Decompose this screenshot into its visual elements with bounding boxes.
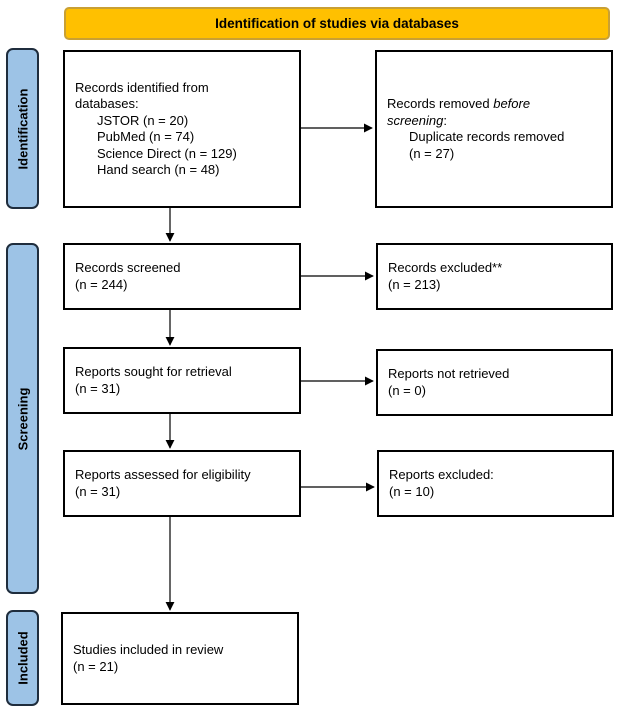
studies-included-box: Studies included in review (n = 21) [61,612,299,705]
reports-assessed-count: (n = 31) [75,483,121,499]
header-banner: Identification of studies via databases [64,7,610,40]
reports-sought-label: Reports sought for retrieval [75,364,232,379]
reports-assessed-label: Reports assessed for eligibility [75,467,251,482]
phase-identification: Identification [6,48,39,209]
duplicate-records-count: (n = 27) [409,145,455,161]
studies-included-count: (n = 21) [73,658,119,674]
records-removed-line1: Records removed before [387,96,531,111]
records-identified-line1: Records identified from [75,79,209,95]
reports-sought-count: (n = 31) [75,380,121,396]
reports-excluded-count: (n = 10) [389,483,435,499]
records-screened-label: Records screened [75,260,181,275]
source-pubmed: PubMed (n = 74) [97,129,195,144]
records-identified-line2: databases: [75,96,139,111]
records-identified-box: Records identified from databases: JSTOR… [63,50,301,208]
reports-assessed-box: Reports assessed for eligibility (n = 31… [63,450,301,517]
source-jstor: JSTOR (n = 20) [97,112,189,128]
records-excluded-count: (n = 213) [388,276,441,292]
studies-included-label: Studies included in review [73,642,224,657]
reports-sought-box: Reports sought for retrieval (n = 31) [63,347,301,414]
records-excluded-box: Records excluded** (n = 213) [376,243,613,310]
source-science-direct: Science Direct (n = 129) [97,145,237,161]
phase-screening: Screening [6,243,39,594]
records-removed-line2: screening: [387,112,447,128]
reports-not-retrieved-box: Reports not retrieved (n = 0) [376,349,613,416]
reports-excluded-label: Reports excluded: [389,467,494,482]
records-screened-count: (n = 244) [75,276,128,292]
records-excluded-label: Records excluded** [388,260,503,275]
records-screened-box: Records screened (n = 244) [63,243,301,310]
phase-included: Included [6,610,39,706]
header-title: Identification of studies via databases [215,16,459,31]
reports-not-retrieved-label: Reports not retrieved [388,366,510,381]
duplicate-records-label: Duplicate records removed [409,129,565,144]
reports-excluded-box: Reports excluded: (n = 10) [377,450,614,517]
source-hand-search: Hand search (n = 48) [97,162,220,177]
records-removed-box: Records removed before screening: Duplic… [375,50,613,208]
reports-not-retrieved-count: (n = 0) [388,382,426,398]
